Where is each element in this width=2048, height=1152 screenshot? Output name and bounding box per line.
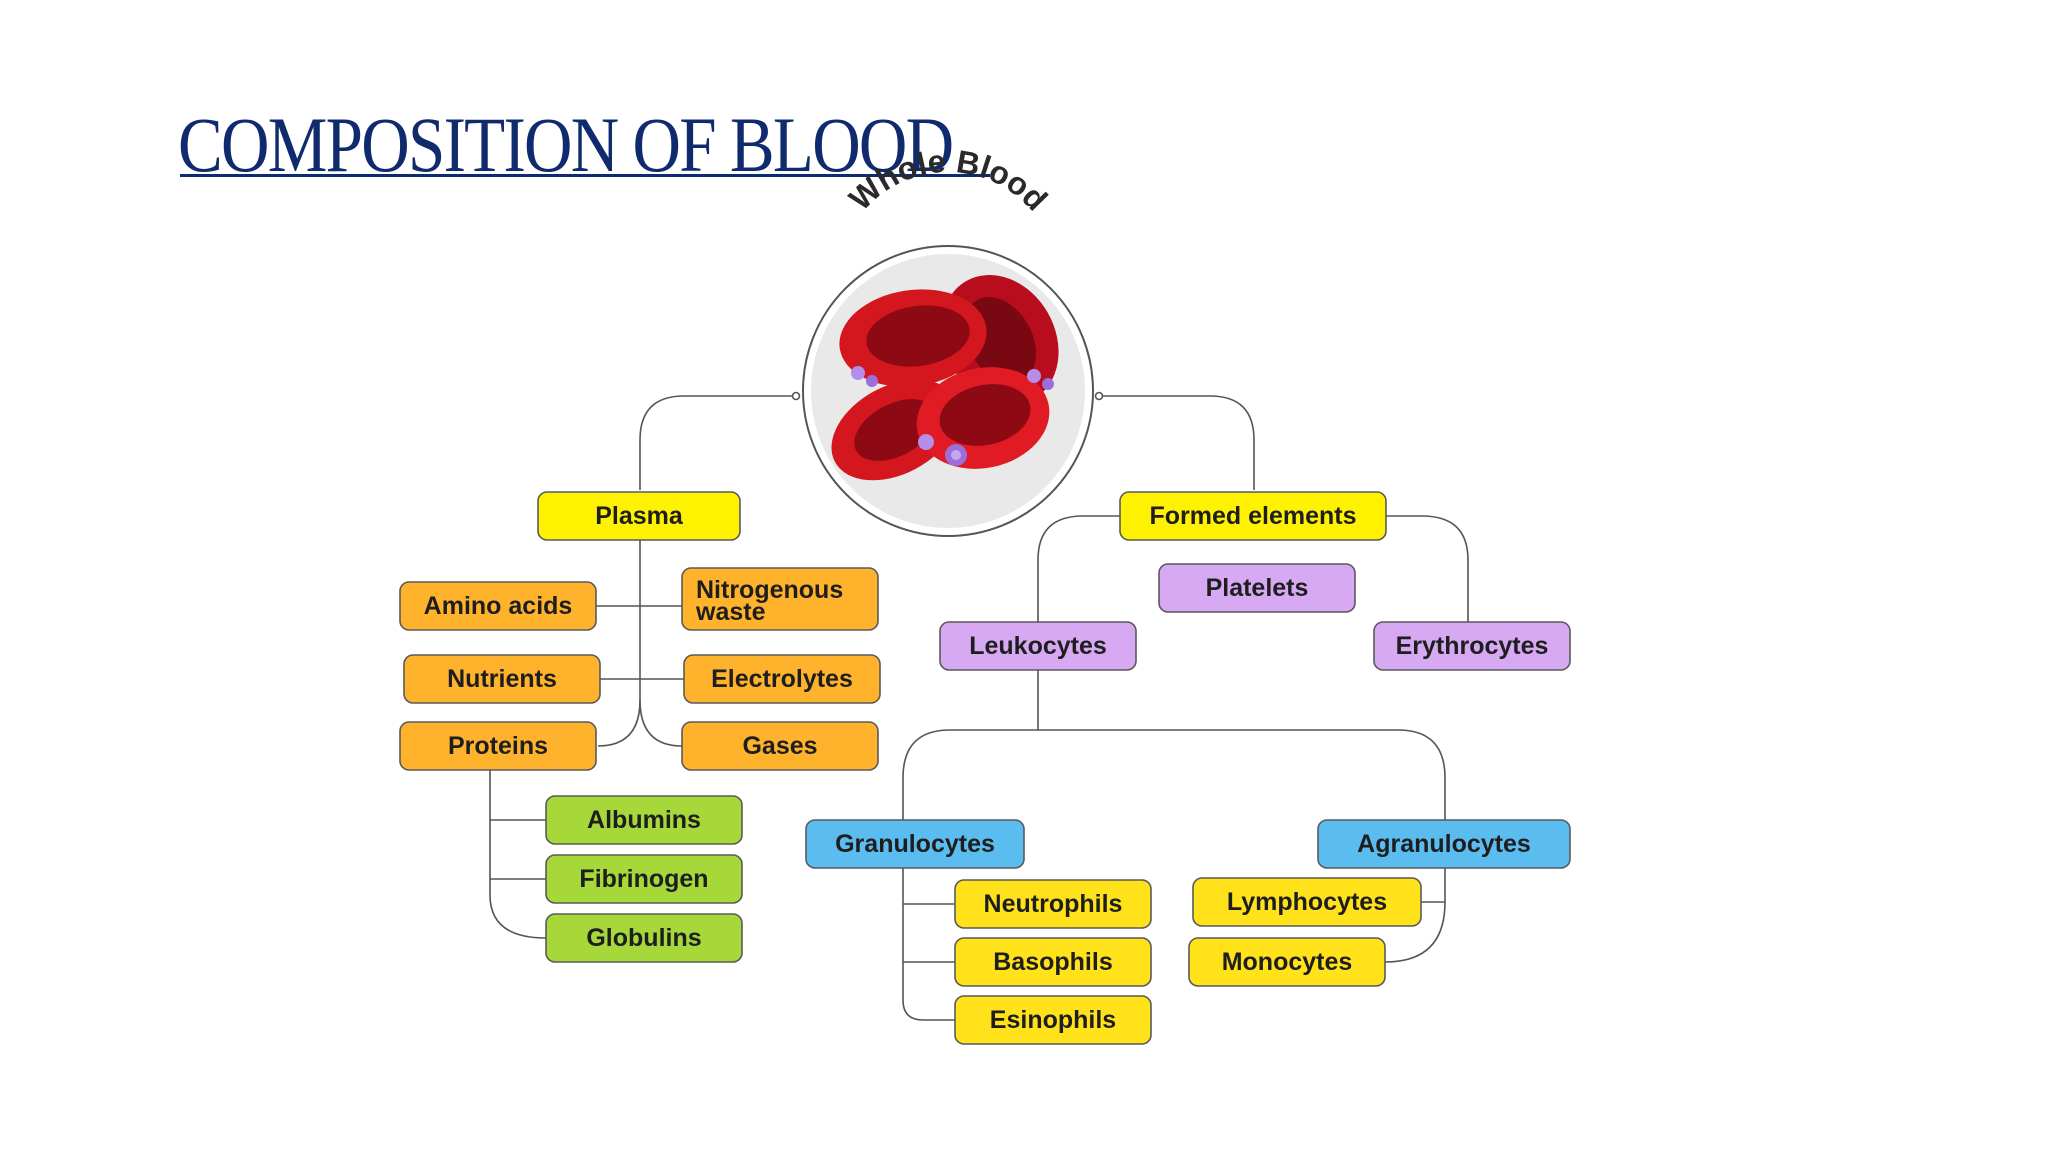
node-plasma: Plasma [537,491,741,541]
node-nitrogenous-waste: Nitrogenous waste [681,567,879,631]
node-esinophils-label: Esinophils [990,1006,1116,1034]
red-blood-cells-icon [831,275,1059,481]
node-platelets-label: Platelets [1206,574,1309,602]
node-neutrophils-label: Neutrophils [984,890,1123,918]
whole-blood-label: Whole Blood [842,143,1055,218]
whole-blood-node: Whole Blood [802,143,1094,537]
node-albumins: Albumins [545,795,743,845]
node-erythrocytes-label: Erythrocytes [1396,632,1549,660]
node-neutrophils: Neutrophils [954,879,1152,929]
node-proteins: Proteins [399,721,597,771]
node-amino-acids-label: Amino acids [424,592,573,620]
node-monocytes-label: Monocytes [1222,948,1353,976]
node-lymphocytes: Lymphocytes [1192,877,1422,927]
node-gases-label: Gases [742,732,817,760]
node-lymphocytes-label: Lymphocytes [1227,888,1387,916]
node-agranulocytes: Agranulocytes [1317,819,1571,869]
node-granulocytes: Granulocytes [805,819,1025,869]
node-basophils: Basophils [954,937,1152,987]
title-underline [180,174,990,177]
connector-lines [489,391,1469,1021]
node-nutrients-label: Nutrients [447,665,557,693]
node-fibrinogen: Fibrinogen [545,854,743,904]
node-leukocytes-label: Leukocytes [969,632,1107,660]
node-basophils-label: Basophils [993,948,1112,976]
node-formed-elements-label: Formed elements [1149,502,1356,530]
node-nitrogenous-waste-line-2: waste [695,598,766,626]
node-esinophils: Esinophils [954,995,1152,1045]
slide-title: COMPOSITION OF BLOOD [178,101,954,188]
node-agranulocytes-label: Agranulocytes [1357,830,1531,858]
node-gases: Gases [681,721,879,771]
node-monocytes: Monocytes [1188,937,1386,987]
node-nutrients: Nutrients [403,654,601,704]
node-plasma-label: Plasma [595,502,684,530]
node-electrolytes-label: Electrolytes [711,665,853,693]
node-amino-acids: Amino acids [399,581,597,631]
node-fibrinogen-label: Fibrinogen [579,865,708,893]
node-erythrocytes: Erythrocytes [1373,621,1571,671]
node-leukocytes: Leukocytes [939,621,1137,671]
node-globulins: Globulins [545,913,743,963]
node-formed-elements: Formed elements [1119,491,1387,541]
diagram-nodes: Plasma Formed elements Amino acids Nitro… [399,491,1571,1045]
node-nitrogenous-waste-line-1: Nitrogenous [696,576,843,604]
node-electrolytes: Electrolytes [683,654,881,704]
node-granulocytes-label: Granulocytes [835,830,995,858]
node-albumins-label: Albumins [587,806,701,834]
node-proteins-label: Proteins [448,732,548,760]
node-globulins-label: Globulins [586,924,701,952]
node-platelets: Platelets [1158,563,1356,613]
